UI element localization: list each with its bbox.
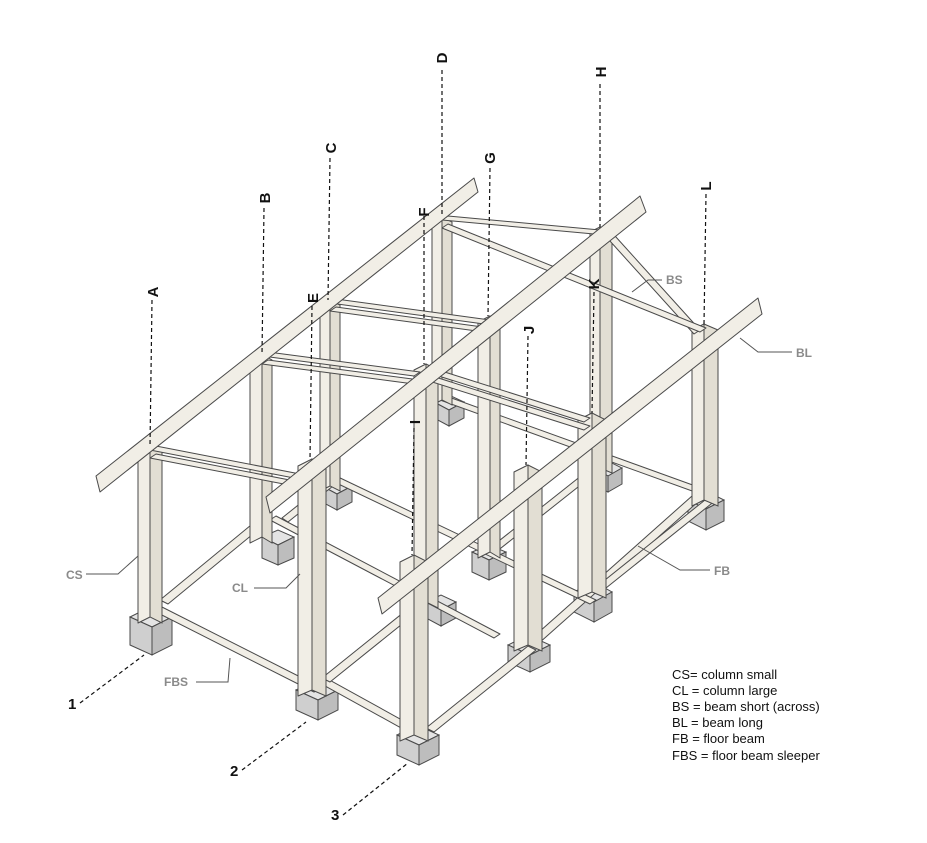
legend-item: CL = column large xyxy=(672,683,777,698)
label-f: F xyxy=(416,207,433,216)
callout-bs: BS xyxy=(666,273,683,287)
label-l: L xyxy=(698,181,715,190)
label-h: H xyxy=(593,67,610,78)
callout-cs: CS xyxy=(66,568,83,582)
callout-labels: CS CL BS BL FB FBS xyxy=(66,273,812,689)
legend-item: FBS = floor beam sleeper xyxy=(672,748,820,763)
beams-long xyxy=(95,177,763,615)
beam-long xyxy=(265,195,647,514)
column-f xyxy=(413,363,439,609)
callout-bl: BL xyxy=(796,346,812,360)
legend-item: BL = beam long xyxy=(672,715,763,730)
label-e: E xyxy=(305,293,322,303)
callout-fbs: FBS xyxy=(164,675,188,689)
callout-cl: CL xyxy=(232,581,248,595)
column-j xyxy=(513,464,543,652)
legend-item: CS= column small xyxy=(672,667,777,682)
label-j: J xyxy=(521,326,538,334)
beam-long xyxy=(377,297,763,615)
legend-item: FB = floor beam xyxy=(672,731,765,746)
floor-beam xyxy=(425,645,537,733)
column-l xyxy=(691,323,719,507)
beam-short xyxy=(441,223,707,333)
legend-item: BS = beam short (across) xyxy=(672,699,820,714)
row-number-labels: 1 2 3 xyxy=(68,696,339,824)
beams-short xyxy=(149,215,707,487)
label-row-2: 2 xyxy=(230,763,238,780)
columns xyxy=(137,216,719,742)
floor-beam xyxy=(599,495,717,589)
column-e xyxy=(297,458,327,697)
label-i: I xyxy=(407,420,424,424)
footing xyxy=(294,679,340,721)
label-leaders xyxy=(79,70,707,816)
column-a xyxy=(137,445,163,624)
beam-long xyxy=(95,177,479,493)
label-k: K xyxy=(586,278,603,289)
callout-leaders xyxy=(86,279,792,683)
label-d: D xyxy=(434,52,451,63)
column-letter-labels: A B C D E F G H I J K L xyxy=(145,52,715,424)
column-g xyxy=(477,315,501,559)
column-b xyxy=(249,353,273,544)
column-i xyxy=(399,554,429,742)
label-row-3: 3 xyxy=(331,807,339,824)
label-b: B xyxy=(257,192,274,203)
footing xyxy=(260,529,296,566)
label-g: G xyxy=(482,152,499,164)
label-c: C xyxy=(323,142,340,153)
callout-fb: FB xyxy=(714,564,730,578)
label-a: A xyxy=(145,286,162,297)
legend: CS= column small CL = column large BS = … xyxy=(672,667,820,763)
floor-beam xyxy=(529,495,701,645)
column-k xyxy=(577,412,607,599)
label-row-1: 1 xyxy=(68,696,76,713)
